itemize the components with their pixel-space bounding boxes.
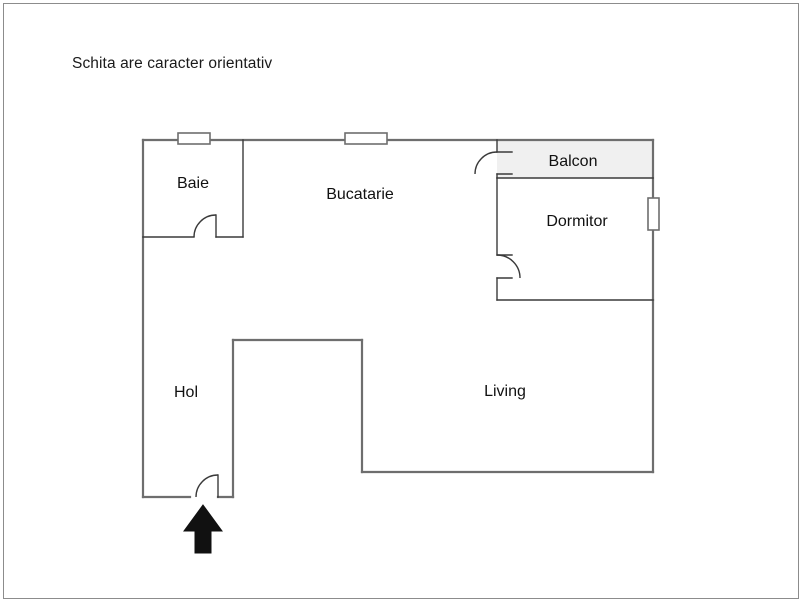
room-label-baie: Baie bbox=[176, 175, 210, 192]
door-balcony-arc bbox=[474, 151, 498, 175]
window-bedroom-right bbox=[647, 197, 660, 231]
room-label-balcon: Balcon bbox=[548, 153, 598, 170]
page-border bbox=[3, 3, 799, 599]
windows bbox=[177, 132, 660, 231]
balcony-fill bbox=[497, 140, 653, 178]
room-label-bucatarie: Bucatarie bbox=[326, 186, 394, 203]
door-arcs bbox=[193, 151, 521, 498]
window-kitchen-left bbox=[177, 132, 211, 145]
room-label-living: Living bbox=[484, 383, 526, 400]
window-kitchen-right bbox=[344, 132, 388, 145]
entrance-arrow bbox=[183, 504, 223, 554]
caption-text: Schita are caracter orientativ bbox=[72, 55, 273, 72]
room-label-hol: Hol bbox=[173, 384, 199, 401]
door-entrance-arc bbox=[195, 474, 219, 498]
door-bathroom-arc bbox=[193, 214, 217, 238]
door-bedroom-arc bbox=[496, 254, 521, 279]
interior-walls bbox=[142, 139, 654, 498]
exterior-walls bbox=[141, 138, 655, 499]
room-label-dormitor: Dormitor bbox=[546, 213, 608, 230]
